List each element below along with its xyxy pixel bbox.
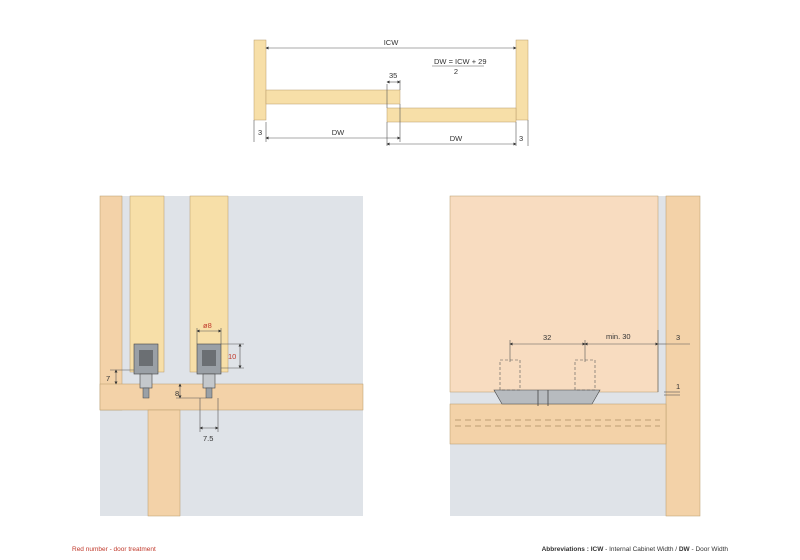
- dw-text: - Door Width: [689, 546, 729, 553]
- icw-abbr: ICW: [590, 546, 604, 553]
- icw-label: ICW: [384, 38, 400, 47]
- right-cabinet-side: [515, 39, 529, 121]
- door-face: [449, 195, 659, 393]
- bottom-guide: [493, 359, 601, 406]
- height-7-label: 7: [106, 374, 110, 383]
- door-panel-rear: [129, 195, 165, 373]
- gap-left-label: 3: [258, 128, 262, 137]
- bottom-shelf: [99, 383, 364, 411]
- footer-red-note: Red number - door treatment: [72, 546, 156, 553]
- abbrev-prefix: Abbreviations :: [541, 546, 591, 553]
- dw-left-label: DW: [332, 128, 345, 137]
- offset-3-label: 3: [676, 333, 680, 342]
- offset-1-label: 1: [676, 382, 680, 391]
- guide-front: [196, 343, 222, 399]
- dw-abbr: DW: [678, 546, 690, 553]
- top-plan-diagram: ICW DW = ICW + 29 2 35 DW DW 3 3: [253, 38, 529, 146]
- icw-text: - Internal Cabinet Width /: [603, 546, 679, 553]
- gap-right-label: 3: [519, 134, 523, 143]
- back-door-right: [386, 107, 517, 123]
- cabinet-side-panel: [99, 195, 123, 411]
- right-section-detail: 32 min. 30 3 1: [449, 195, 701, 517]
- overlap-label: 35: [389, 71, 397, 80]
- width-75-label: 7.5: [203, 434, 213, 443]
- cabinet-side-panel: [665, 195, 701, 517]
- height-8-label: 8: [175, 389, 179, 398]
- bottom-shelf: [449, 403, 667, 445]
- diameter-label: ø8: [203, 321, 212, 330]
- min-30-label: min. 30: [606, 332, 631, 341]
- left-section-detail: ø8 10 7 8 7.5: [99, 195, 364, 517]
- footer-abbreviations: Abbreviations : ICW - Internal Cabinet W…: [542, 546, 728, 553]
- dw-formula-bottom: 2: [454, 67, 458, 76]
- height-10-label: 10: [228, 352, 236, 361]
- dw-right-label: DW: [450, 134, 463, 143]
- support-post: [147, 409, 181, 517]
- dw-formula-top: DW = ICW + 29: [434, 57, 487, 66]
- front-door-left: [265, 89, 401, 105]
- guide-rear: [133, 343, 159, 399]
- left-cabinet-side: [253, 39, 267, 121]
- spacing-32-label: 32: [543, 333, 551, 342]
